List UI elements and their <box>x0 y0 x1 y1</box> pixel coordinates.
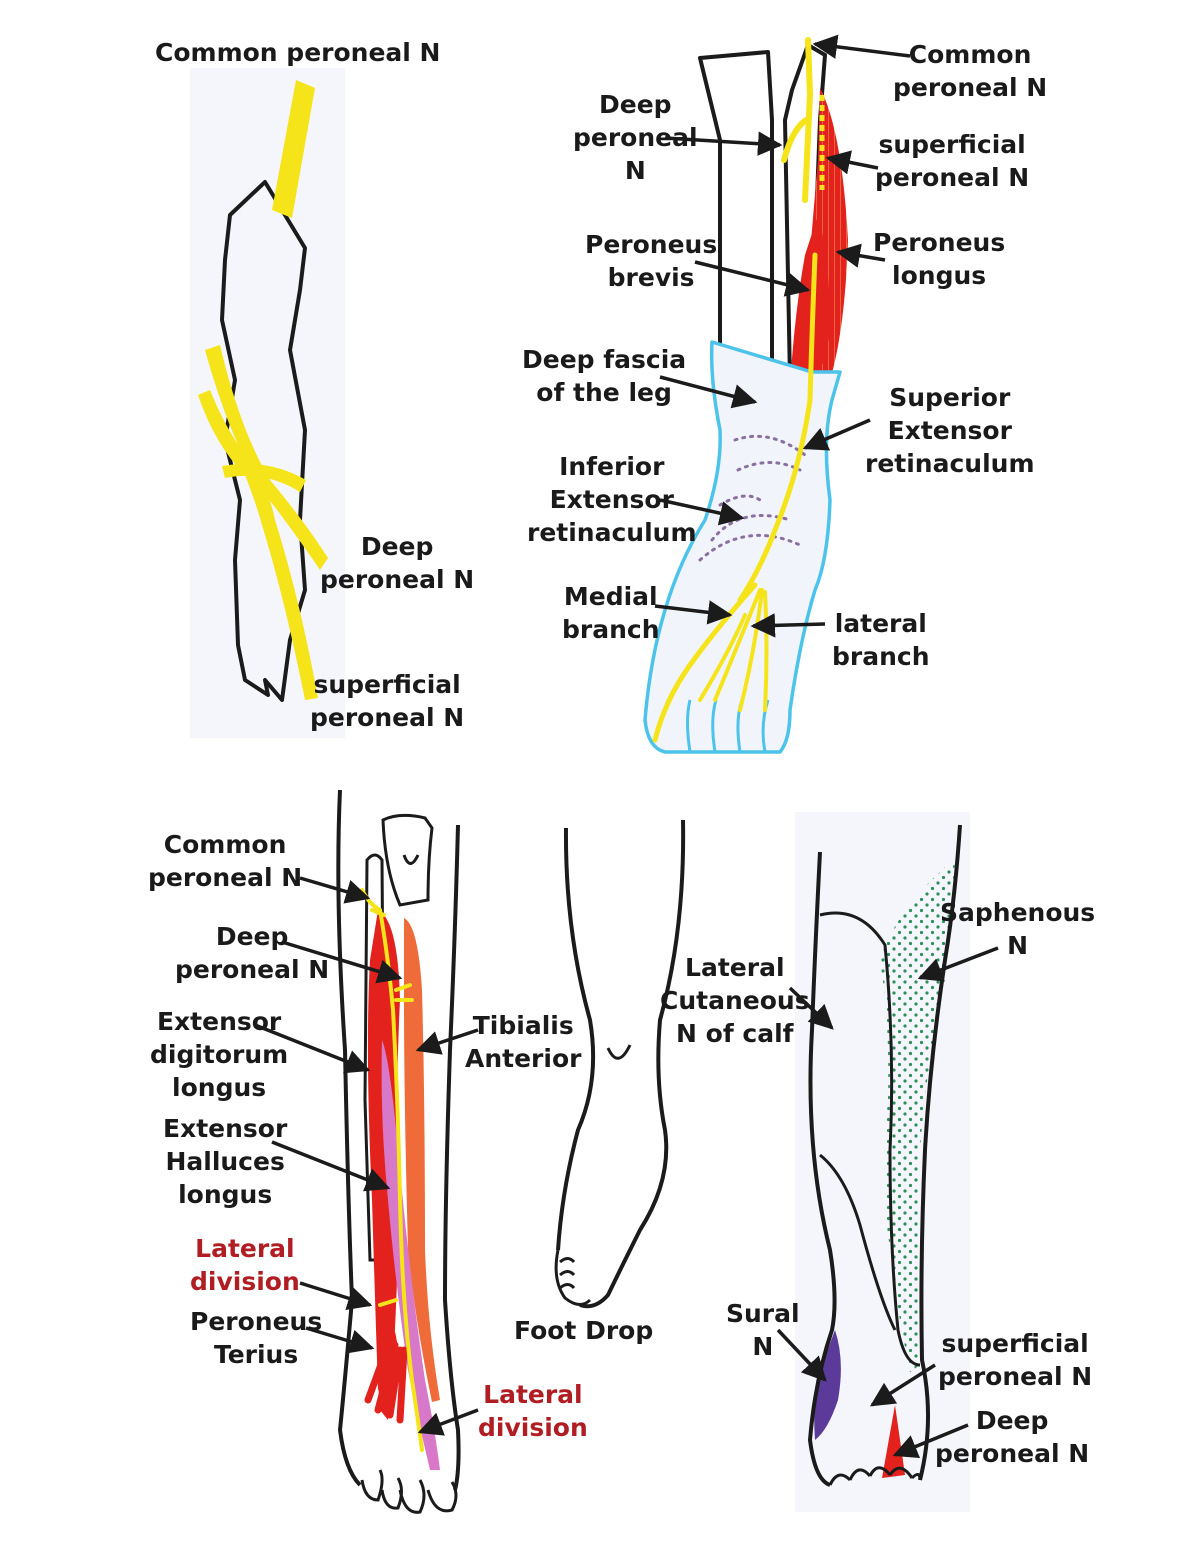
tibialis-anterior-muscle <box>404 918 440 1402</box>
foot-drop-toes <box>554 1249 592 1306</box>
common-peroneal-nerve <box>272 80 315 218</box>
label-lateral-cutaneous: Lateral Cutaneous N of calf <box>660 953 810 1048</box>
panel-e-cutaneous-map <box>795 812 970 1512</box>
label-superficial-peroneal-a: superficial peroneal N <box>310 670 465 732</box>
toes-e <box>828 1466 922 1486</box>
foot-drop-patella <box>606 1044 632 1060</box>
peroneus-brevis-muscle <box>790 215 830 385</box>
deep-peroneal-nerve-b <box>781 117 809 163</box>
leader-arrows <box>254 34 999 1458</box>
extensor-digitorum-muscle <box>367 910 400 1390</box>
label-tibialis-anterior: Tibialis Anterior <box>465 1011 582 1073</box>
label-lateral-branch: lateral branch <box>832 609 930 671</box>
leg-outline-e-right <box>918 824 962 1481</box>
lateral-branch-nerve <box>698 588 769 712</box>
arrow-deep-peroneal-e <box>892 1423 969 1458</box>
common-peroneal-nerve-c <box>360 888 424 1452</box>
arrow-tibialis-anterior <box>415 1028 479 1055</box>
label-common-peroneal-a: Common peroneal N <box>155 38 441 67</box>
label-deep-peroneal-e: Deep peroneal N <box>935 1406 1090 1468</box>
panel-a-background <box>190 68 345 738</box>
arrow-lateral-cutaneous <box>788 986 834 1030</box>
arrow-extensor-halluces <box>271 1140 391 1192</box>
label-common-peroneal-c: Common peroneal N <box>148 830 303 892</box>
label-superior-retinaculum: Superior Extensor retinaculum <box>865 383 1035 478</box>
extensor-halluces-muscle <box>381 1040 440 1470</box>
arrow-superior-retinaculum <box>802 418 871 451</box>
nerve-branches-c <box>370 908 414 1307</box>
arrow-lateral-branch <box>750 613 826 638</box>
label-foot-drop: Foot Drop <box>514 1316 654 1345</box>
arrow-common-peroneal-c <box>299 876 371 904</box>
nerve-crossing-band <box>222 463 306 492</box>
label-peroneus-brevis: Peroneus brevis <box>585 230 718 292</box>
label-common-peroneal-b: Common peroneal N <box>893 40 1048 102</box>
arrow-inferior-retinaculum <box>659 498 745 526</box>
arrow-deep-peroneal-c <box>281 940 403 984</box>
superficial-peroneal-nerve <box>198 390 318 700</box>
saphenous-region <box>880 858 955 1372</box>
inferior-retinaculum-dots <box>698 494 802 562</box>
label-peroneus-terius: Peroneus Terius <box>190 1307 323 1369</box>
toe-separators <box>686 699 770 753</box>
arrow-lateral-division-2 <box>417 1408 479 1436</box>
panel-d-foot-drop <box>554 819 686 1309</box>
arrow-peroneus-longus <box>835 243 886 268</box>
label-peroneus-longus: Peroneus longus <box>873 228 1006 290</box>
arrow-common-peroneal-b <box>812 34 911 59</box>
label-deep-peroneal-b: Deep peroneal N <box>573 90 698 185</box>
foot-drop-outline-right <box>579 819 686 1309</box>
arrow-extensor-digitorum <box>254 1023 371 1074</box>
arrow-peroneus-terius <box>305 1326 375 1354</box>
label-inferior-retinaculum: Inferior Extensor retinaculum <box>527 452 697 547</box>
arrow-sural <box>776 1328 827 1382</box>
leg-outline-e <box>807 851 837 1487</box>
panel-c-anterior-leg <box>336 789 461 1514</box>
arrow-medial-branch <box>654 600 733 625</box>
tibia-outline <box>698 50 774 384</box>
toes-c <box>360 1469 458 1514</box>
leg-outline-right <box>442 824 461 1491</box>
cutaneous-boundary-1 <box>819 911 921 1367</box>
deep-peroneal-nerve <box>205 345 328 570</box>
label-superficial-peroneal-b: superficial peroneal N <box>875 130 1030 192</box>
label-superficial-peroneal-e: superficial peroneal N <box>938 1329 1093 1391</box>
common-peroneal-nerve-b <box>802 37 814 203</box>
arrow-deep-peroneal-b <box>664 131 783 156</box>
arrow-lateral-division-1 <box>299 1281 373 1311</box>
arrow-superficial-peroneal-b <box>825 150 879 175</box>
foot-tendons <box>364 1336 408 1424</box>
medial-branch-nerve <box>652 582 758 743</box>
label-sural: Sural N <box>726 1299 800 1361</box>
nerve-descending-b <box>737 252 818 603</box>
label-saphenous: Saphenous N <box>940 898 1096 960</box>
label-extensor-digitorum: Extensor digitorum longus <box>150 1007 289 1102</box>
label-extensor-halluces: Extensor Halluces longus <box>163 1114 288 1209</box>
label-deep-peroneal-c: Deep peroneal N <box>175 922 330 984</box>
panel-a-leg-schematic <box>190 68 345 738</box>
arrow-deep-fascia <box>659 375 758 409</box>
label-deep-fascia: Deep fascia of the leg <box>522 345 687 407</box>
arrow-superficial-peroneal-e <box>869 1363 936 1407</box>
arrow-saphenous <box>917 946 999 982</box>
leg-outline-left <box>336 789 362 1487</box>
label-deep-peroneal-a: Deep peroneal N <box>320 532 475 594</box>
arrow-peroneus-brevis <box>694 260 811 297</box>
cutaneous-boundary-2 <box>819 1153 897 1331</box>
patella-curve <box>402 854 420 865</box>
foot-drop-outline-left <box>556 827 596 1251</box>
sural-region <box>814 1330 841 1440</box>
label-lateral-division-2: Lateral division <box>478 1380 588 1442</box>
label-medial-branch: Medial branch <box>562 582 660 644</box>
label-lateral-division-1: Lateral division <box>190 1234 300 1296</box>
